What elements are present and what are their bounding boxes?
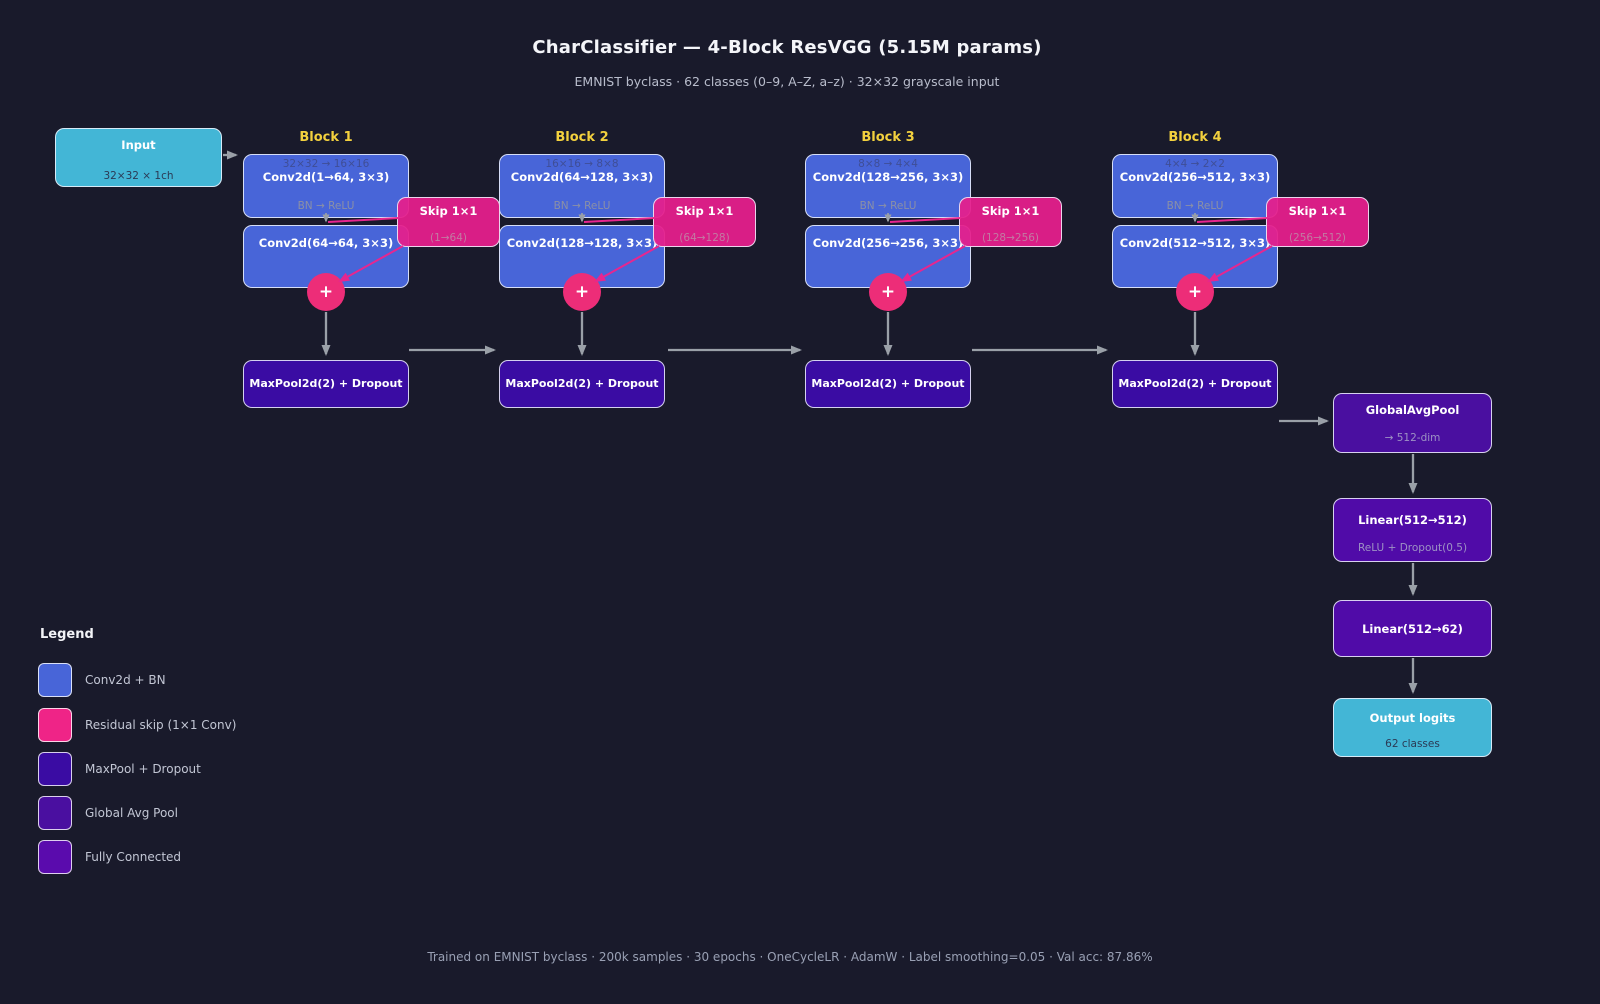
skip-feed-line-block4	[1196, 217, 1269, 223]
globalavgpool-node: GlobalAvgPool → 512-dim	[1333, 393, 1492, 453]
input-label: Input	[121, 138, 156, 152]
block-1-skip-label: Skip 1×1	[419, 204, 478, 218]
block-3-conv2-label: Conv2d(256→256, 3×3)	[812, 236, 964, 250]
block-3-pool-node: MaxPool2d(2) + Dropout	[805, 360, 971, 408]
block-4-dims-label: 4×4 → 2×2	[1165, 158, 1225, 170]
block-3-skip-channels-label: (128→256)	[981, 232, 1040, 244]
legend-label-pool: MaxPool + Dropout	[85, 762, 201, 776]
block-2-skip-label: Skip 1×1	[675, 204, 734, 218]
block-4-pool-label: MaxPool2d(2) + Dropout	[1118, 377, 1272, 390]
page-subtitle: EMNIST byclass · 62 classes (0–9, A–Z, a…	[574, 74, 1000, 89]
block-4-skip-channels-label: (256→512)	[1288, 232, 1347, 244]
legend-swatch-fc	[38, 840, 72, 874]
block-2-conv1-label: Conv2d(64→128, 3×3)	[510, 170, 654, 184]
linear2-label: Linear(512→62)	[1362, 621, 1463, 636]
block-2-bn-label: BN → ReLU	[553, 200, 611, 212]
block-1-header: Block 1	[299, 130, 353, 145]
block-2-conv2-label: Conv2d(128→128, 3×3)	[506, 236, 658, 250]
linear1-activation-label: ReLU + Dropout(0.5)	[1357, 542, 1468, 554]
legend-swatch-conv	[38, 663, 72, 697]
block-3-dims-label: 8×8 → 4×4	[858, 158, 918, 170]
block-1-skip-node: Skip 1×1 (1→64)	[397, 197, 500, 247]
block-1-pool-node: MaxPool2d(2) + Dropout	[243, 360, 409, 408]
block-1-conv1-node: 32×32 → 16×16 Conv2d(1→64, 3×3) BN → ReL…	[243, 154, 409, 218]
block-4-bn-label: BN → ReLU	[1166, 200, 1224, 212]
block-2-pool-label: MaxPool2d(2) + Dropout	[505, 377, 659, 390]
linear2-node: Linear(512→62)	[1333, 600, 1492, 657]
block-3-skip-label: Skip 1×1	[981, 204, 1040, 218]
block-3-conv1-node: 8×8 → 4×4 Conv2d(128→256, 3×3) BN → ReLU	[805, 154, 971, 218]
block-3-skip-node: Skip 1×1 (128→256)	[959, 197, 1062, 247]
plus-glyph: +	[880, 281, 896, 302]
plus-glyph: +	[1187, 281, 1203, 302]
block-1-pool-label: MaxPool2d(2) + Dropout	[249, 377, 403, 390]
plus-glyph: +	[318, 281, 334, 302]
legend-label-skip: Residual skip (1×1 Conv)	[85, 718, 237, 732]
block-2-merge-plus-icon: +	[563, 273, 601, 311]
training-footer: Trained on EMNIST byclass · 200k samples…	[427, 950, 1153, 964]
output-classes-label: 62 classes	[1385, 738, 1440, 750]
skip-feed-line-block1	[327, 217, 400, 223]
block-2-skip-node: Skip 1×1 (64→128)	[653, 197, 756, 247]
block-2-skip-channels-label: (64→128)	[679, 232, 730, 244]
legend-swatch-skip	[38, 708, 72, 742]
block-4-conv2-label: Conv2d(512→512, 3×3)	[1119, 236, 1271, 250]
block-2-pool-node: MaxPool2d(2) + Dropout	[499, 360, 665, 408]
block-3-bn-label: BN → ReLU	[859, 200, 917, 212]
block-4-skip-label: Skip 1×1	[1288, 204, 1347, 218]
block-3-merge-plus-icon: +	[869, 273, 907, 311]
block-1-dims-label: 32×32 → 16×16	[282, 158, 370, 170]
skip-feed-line-block2	[583, 217, 656, 223]
plus-glyph: +	[574, 281, 590, 302]
legend-label-conv: Conv2d + BN	[85, 673, 166, 687]
block-3-pool-label: MaxPool2d(2) + Dropout	[811, 377, 965, 390]
legend-title: Legend	[40, 627, 94, 642]
legend-label-fc: Fully Connected	[85, 850, 182, 864]
page-title: CharClassifier — 4-Block ResVGG (5.15M p…	[532, 37, 1042, 58]
block-1-conv2-label: Conv2d(64→64, 3×3)	[258, 236, 394, 250]
block-4-merge-plus-icon: +	[1176, 273, 1214, 311]
block-2-header: Block 2	[555, 130, 609, 145]
skip-feed-line-block3	[889, 217, 962, 223]
linear1-node: Linear(512→512) ReLU + Dropout(0.5)	[1333, 498, 1492, 562]
block-3-conv1-label: Conv2d(128→256, 3×3)	[812, 170, 964, 184]
block-2-dims-label: 16×16 → 8×8	[545, 158, 619, 170]
block-1-bn-label: BN → ReLU	[297, 200, 355, 212]
input-node: Input 32×32 × 1ch	[55, 128, 222, 187]
legend-swatch-pool	[38, 752, 72, 786]
block-1-skip-channels-label: (1→64)	[429, 232, 468, 244]
block-1-conv1-label: Conv2d(1→64, 3×3)	[262, 170, 390, 184]
legend-label-gap: Global Avg Pool	[85, 806, 178, 820]
block-4-pool-node: MaxPool2d(2) + Dropout	[1112, 360, 1278, 408]
legend-swatch-gap	[38, 796, 72, 830]
block-1-merge-plus-icon: +	[307, 273, 345, 311]
block-3-header: Block 3	[861, 130, 915, 145]
block-4-conv1-node: 4×4 → 2×2 Conv2d(256→512, 3×3) BN → ReLU	[1112, 154, 1278, 218]
block-2-conv1-node: 16×16 → 8×8 Conv2d(64→128, 3×3) BN → ReL…	[499, 154, 665, 218]
input-shape-label: 32×32 × 1ch	[103, 170, 174, 182]
block-4-skip-node: Skip 1×1 (256→512)	[1266, 197, 1369, 247]
block-4-conv1-label: Conv2d(256→512, 3×3)	[1119, 170, 1271, 184]
globalavgpool-dim-label: → 512-dim	[1384, 432, 1441, 444]
linear1-label: Linear(512→512)	[1358, 513, 1467, 527]
block-4-header: Block 4	[1168, 130, 1222, 145]
globalavgpool-label: GlobalAvgPool	[1365, 403, 1460, 417]
output-node: Output logits 62 classes	[1333, 698, 1492, 757]
output-label: Output logits	[1369, 711, 1456, 725]
